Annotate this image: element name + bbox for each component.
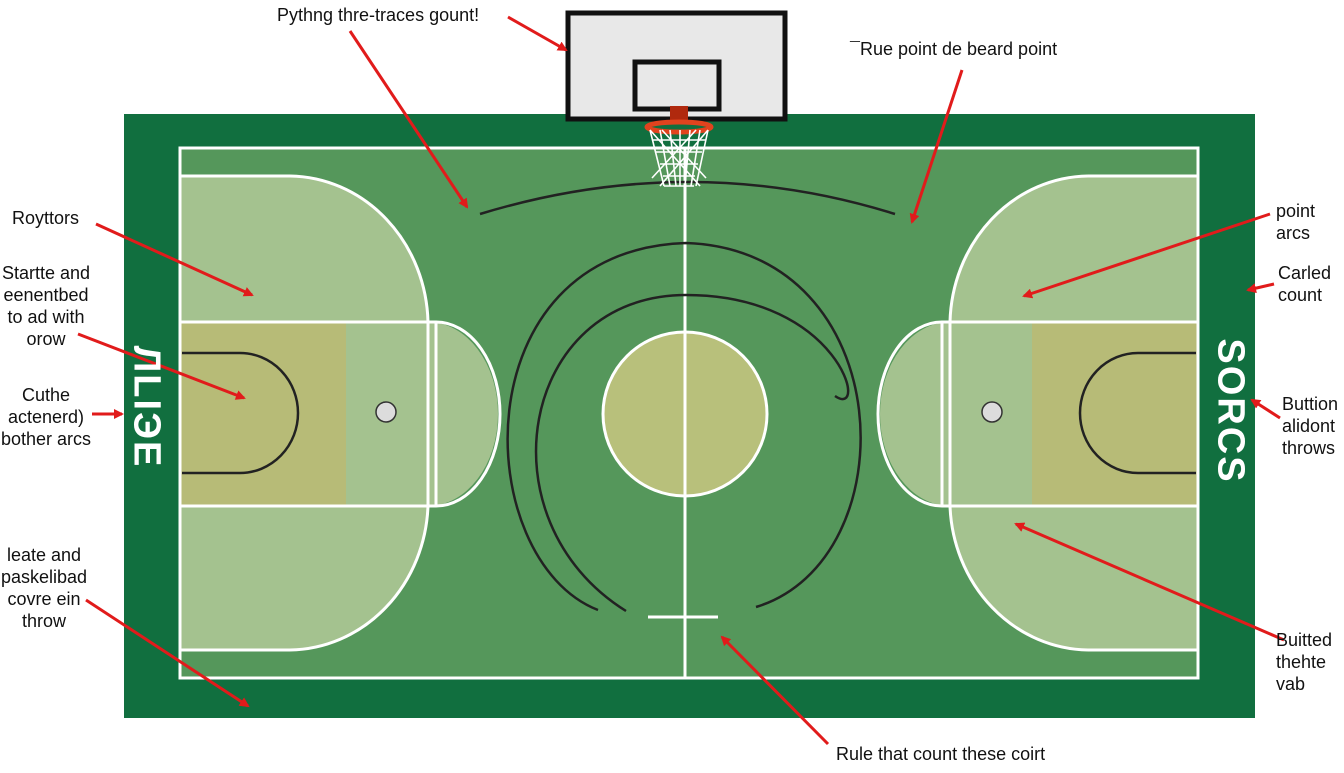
outer-big-arc (506, 241, 862, 612)
right-three-point-line (948, 174, 1089, 323)
arrow-right-1 (1022, 212, 1271, 299)
right-paint (1032, 322, 1198, 506)
left-basket-dot (375, 401, 397, 423)
right-side-word: SORCS (1209, 338, 1252, 484)
arrow-right-3 (1250, 398, 1281, 420)
arrow-left-4 (85, 598, 250, 708)
label-right-4: Buitted thehte vab (1276, 630, 1333, 694)
arrow-left-1 (95, 222, 254, 297)
label-left-2: Startte and eenentbed to ad with orow (1, 263, 91, 349)
right-free-throw-arc (880, 322, 950, 506)
hoop-net-icon (644, 119, 714, 187)
left-free-throw-arc (428, 322, 498, 506)
label-left-3: Cuthe actenerd) bother arcs (0, 385, 92, 449)
center-circle-line (601, 330, 769, 498)
label-left-4: leate and paskelibad covre ein throw (0, 545, 88, 631)
left-free-throw-circle (435, 320, 502, 508)
arrow-right-4 (1014, 522, 1285, 642)
arrow-left-2 (77, 332, 246, 400)
left-side-word: ЛLIЭE (125, 345, 168, 469)
left-three-point-line-lower (289, 505, 430, 652)
label-bottom: Rule that count these coirt (836, 744, 1046, 764)
label-right-2: Carled count (1278, 263, 1332, 305)
backboard-icon (565, 10, 788, 124)
label-right-1: point arcs (1276, 201, 1316, 243)
left-paint (180, 322, 346, 506)
left-three-point-line (289, 174, 430, 323)
arrow-right-2 (1246, 282, 1275, 294)
label-top-left: Pythng thre-traces gount! (277, 5, 480, 25)
arrow-bottom (720, 635, 830, 746)
left-restricted-arc (182, 351, 300, 475)
inner-big-arc (534, 293, 850, 613)
label-top-right: ¯Rue point de beard point (850, 39, 1058, 59)
label-left-1: Royttors (12, 208, 80, 228)
arrow-top-left-to-backboard (507, 15, 568, 52)
top-arc (479, 180, 896, 216)
right-restricted-arc (1078, 351, 1196, 475)
right-free-throw-circle (876, 320, 943, 508)
label-right-3: Buttion alidont throws (1282, 394, 1339, 458)
arrow-top-right-to-arc (909, 69, 964, 224)
right-three-point-line-lower (948, 505, 1089, 652)
arrow-top-left-to-arc (348, 30, 469, 209)
right-basket-dot (981, 401, 1003, 423)
